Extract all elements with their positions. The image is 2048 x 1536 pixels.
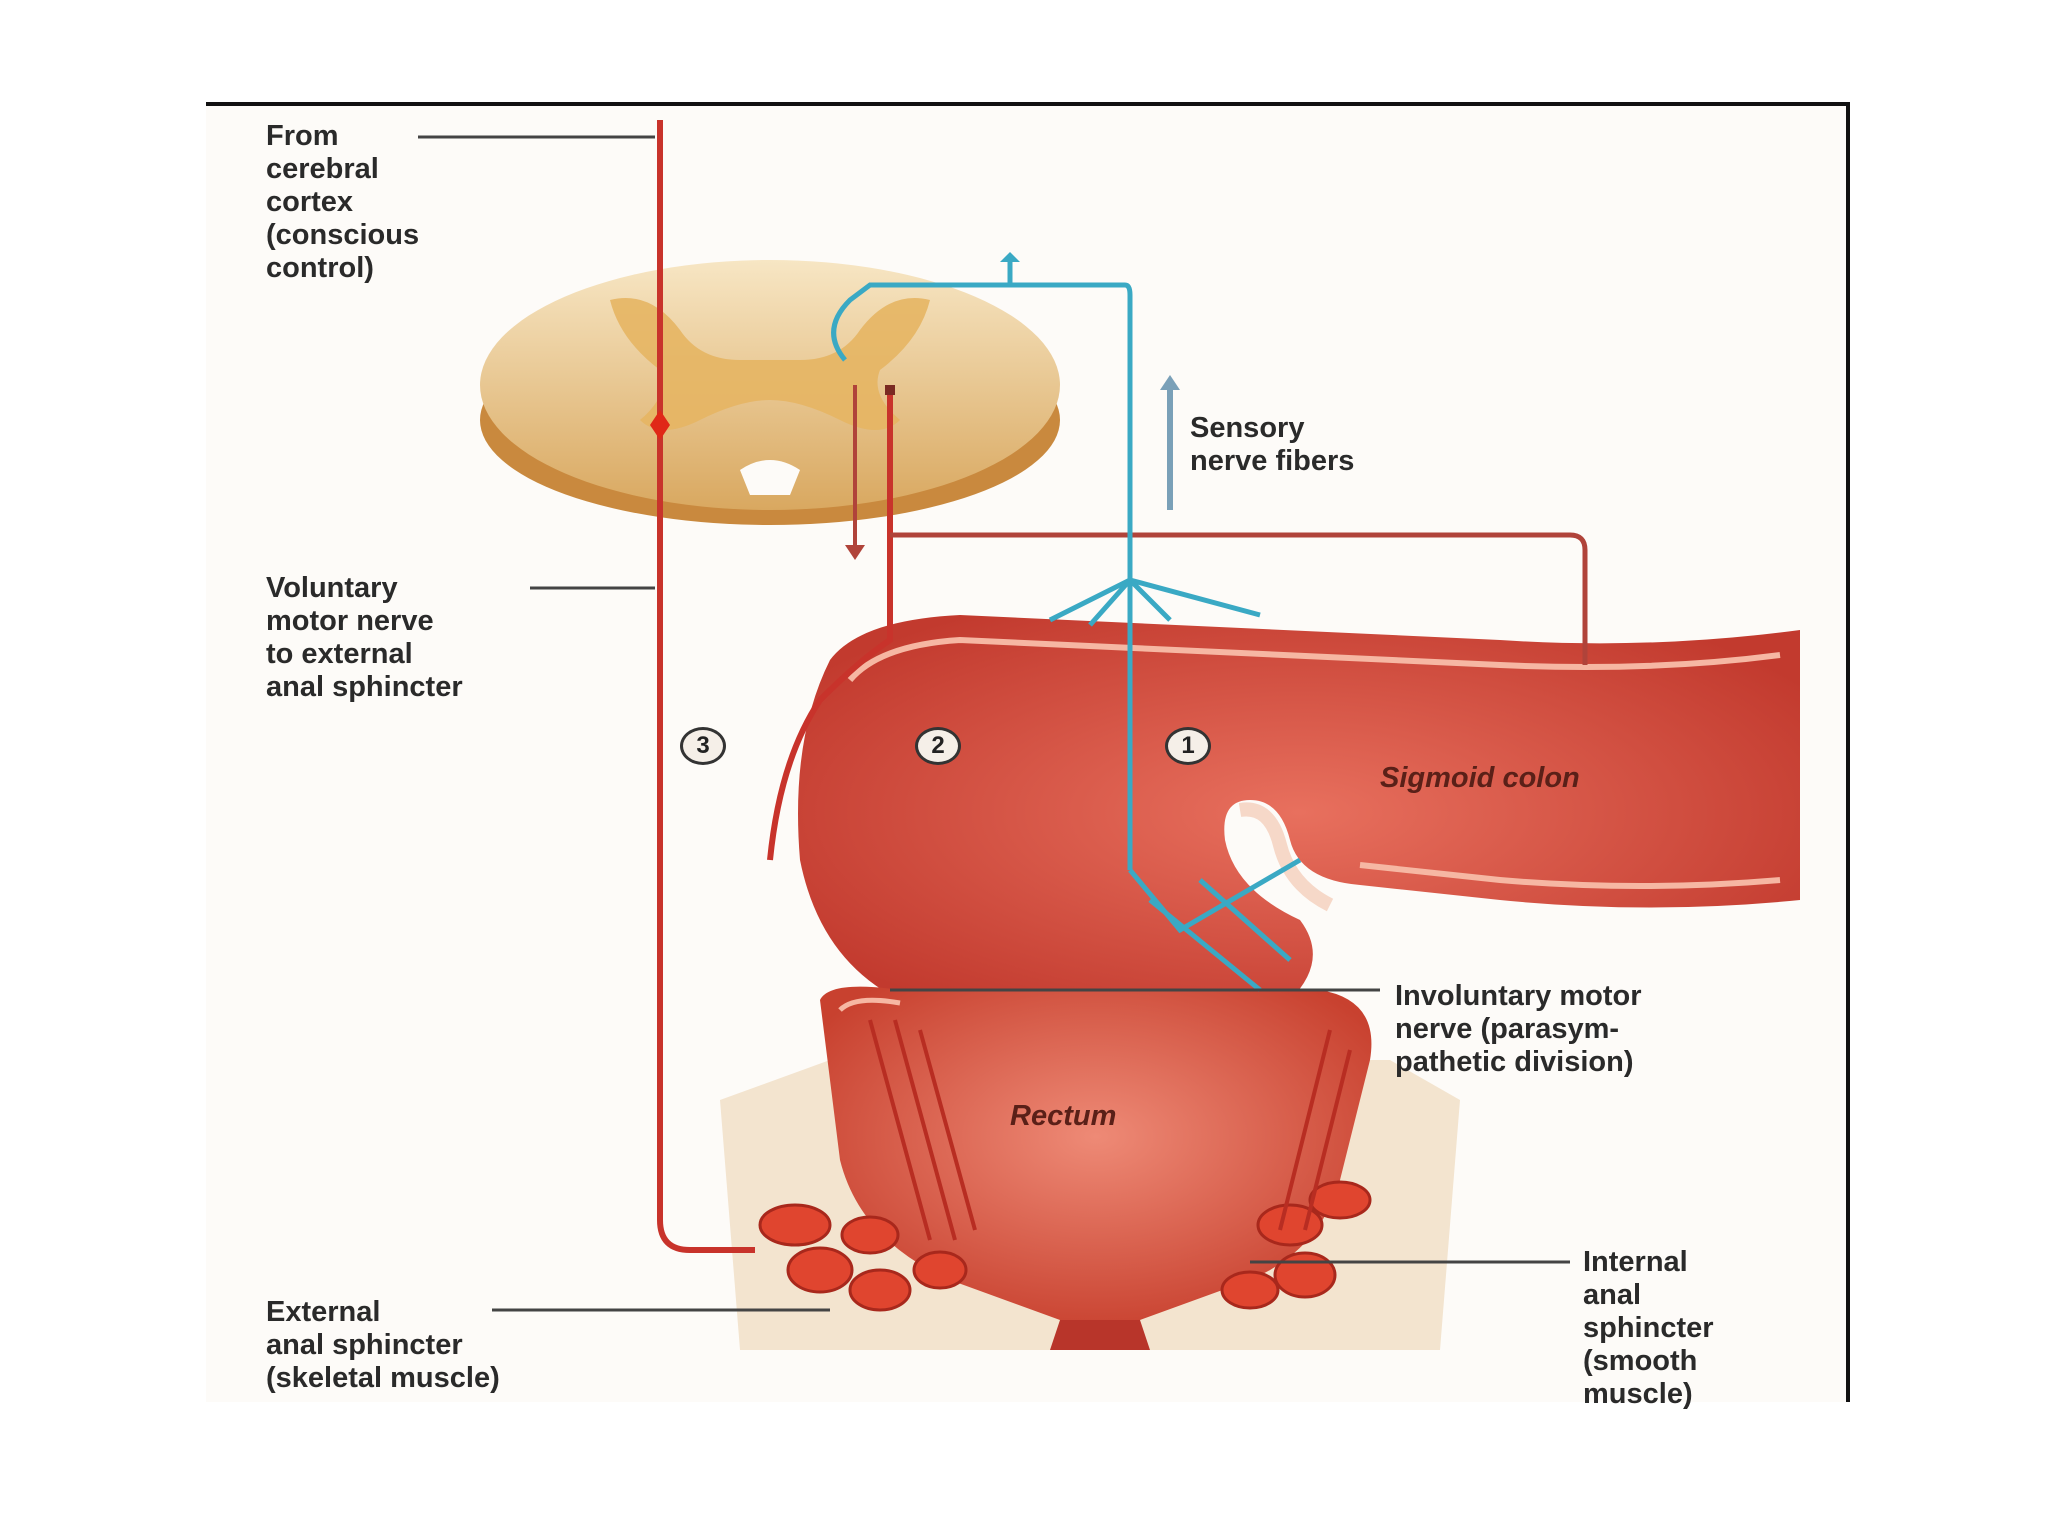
label-internal-anal-sphincter: Internal anal sphincter (smooth muscle) xyxy=(1583,1246,1714,1410)
step-marker-2: 2 xyxy=(915,727,961,765)
external-sphincter-muscle xyxy=(758,1180,1372,1312)
label-sensory-nerve-fibers: Sensory nerve fibers xyxy=(1190,412,1355,477)
label-cerebral-cortex: From cerebral cortex (conscious control) xyxy=(266,120,420,284)
sensory-nerve-path xyxy=(831,262,1302,992)
label-external-anal-sphincter: External anal sphincter (skeletal muscle… xyxy=(266,1296,500,1394)
sigmoid-colon xyxy=(798,615,1800,1010)
gray-matter xyxy=(610,298,930,430)
internal-sphincter-fibers xyxy=(868,1019,1352,1241)
step-marker-1: 1 xyxy=(1165,727,1211,765)
label-voluntary-motor-nerve: Voluntary motor nerve to external anal s… xyxy=(266,572,463,703)
spinal-cord-section xyxy=(480,260,1060,525)
label-involuntary-motor-nerve: Involuntary motor nerve (parasym- pathet… xyxy=(1395,980,1642,1078)
step-marker-3: 3 xyxy=(680,727,726,765)
leader-lines xyxy=(418,135,1570,1312)
rectum xyxy=(820,986,1372,1350)
voluntary-motor-nerve xyxy=(657,120,755,1253)
label-sigmoid-colon: Sigmoid colon xyxy=(1380,762,1580,794)
involuntary-motor-nerve xyxy=(767,385,893,861)
label-rectum: Rectum xyxy=(1010,1100,1117,1132)
